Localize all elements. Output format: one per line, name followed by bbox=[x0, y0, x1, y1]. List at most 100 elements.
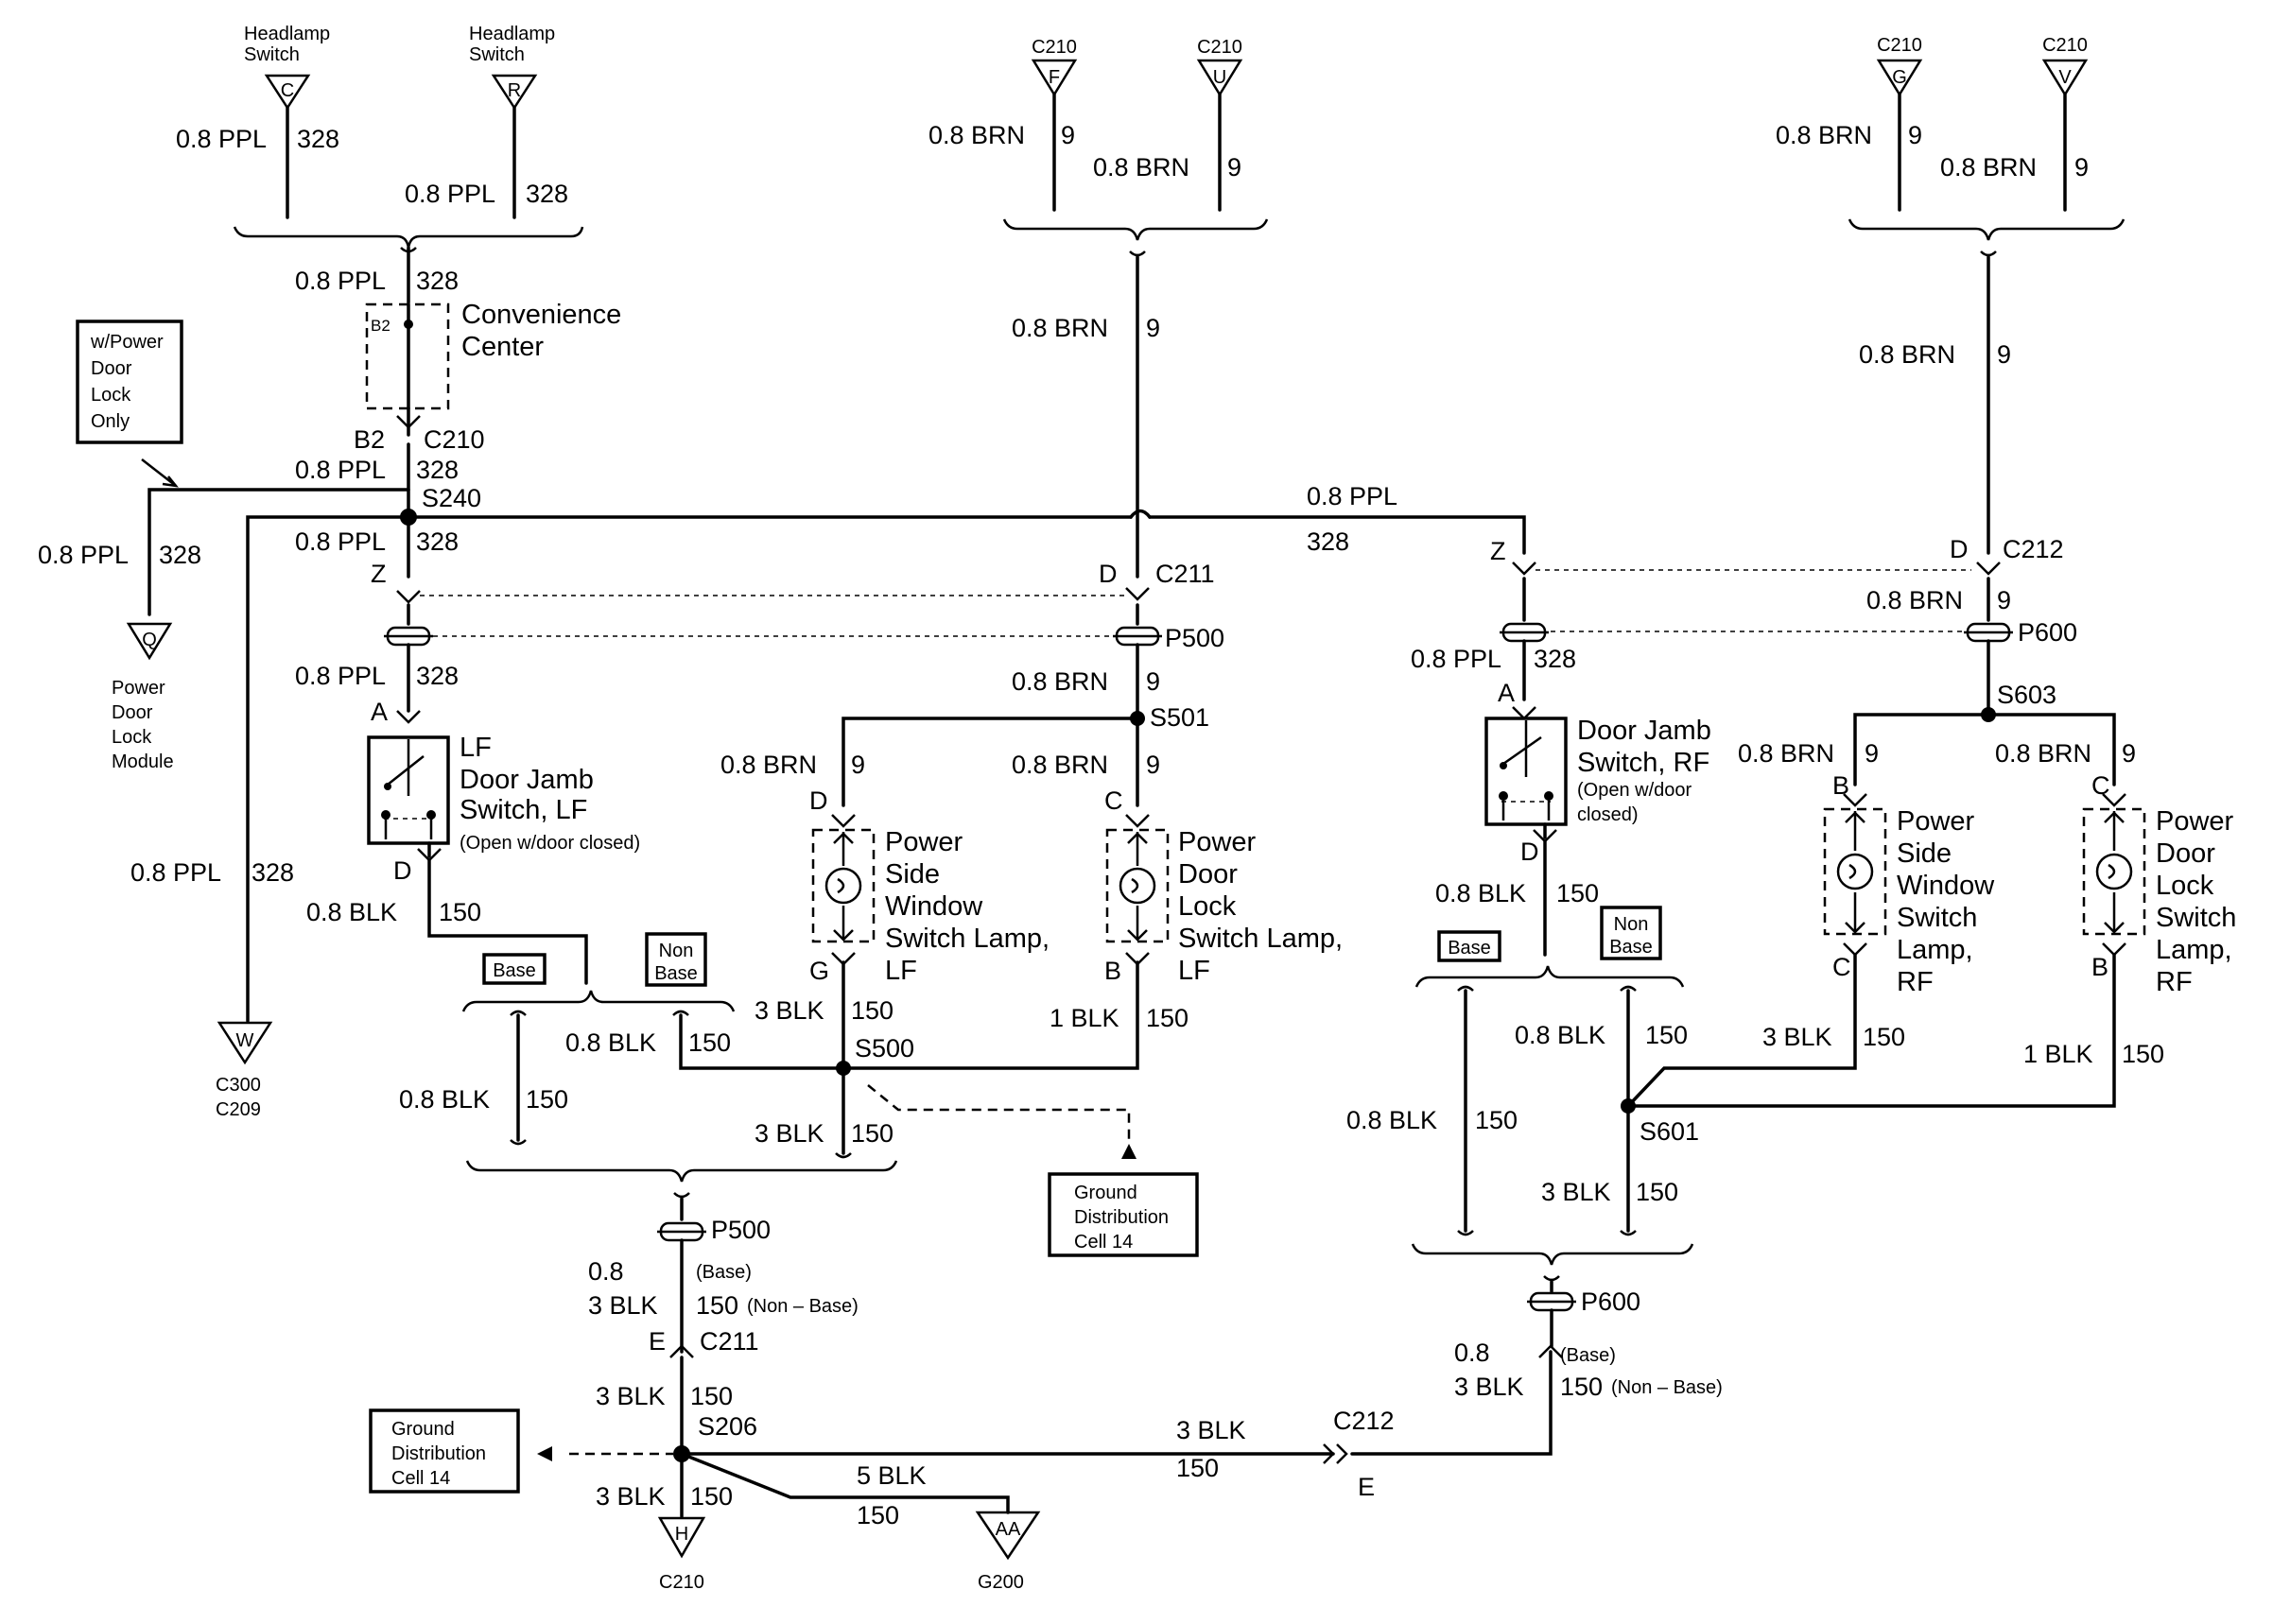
svg-text:S240: S240 bbox=[422, 484, 481, 512]
svg-text:0.8 PPL: 0.8 PPL bbox=[405, 180, 495, 208]
svg-text:0.8 BRN: 0.8 BRN bbox=[1012, 314, 1108, 342]
ground-distribution-1: Ground Distribution Cell 14 bbox=[1048, 1172, 1199, 1257]
rf-door-jamb-switch: Door Jamb Switch, RF (Open w/door closed… bbox=[1484, 716, 1711, 826]
svg-text:w/Power: w/Power bbox=[90, 332, 164, 353]
svg-text:Z: Z bbox=[371, 560, 387, 588]
svg-text:Window: Window bbox=[1897, 871, 1995, 901]
svg-text:150: 150 bbox=[1645, 1021, 1688, 1049]
terminal-aa: AA G200 bbox=[975, 1511, 1041, 1593]
svg-text:Switch: Switch bbox=[469, 44, 525, 65]
svg-text:G200: G200 bbox=[978, 1572, 1024, 1593]
svg-text:328: 328 bbox=[1534, 645, 1576, 673]
svg-text:Door Jamb: Door Jamb bbox=[460, 765, 594, 795]
svg-text:C211: C211 bbox=[1155, 560, 1215, 588]
svg-text:Base: Base bbox=[654, 963, 698, 984]
svg-text:Q: Q bbox=[142, 630, 157, 650]
svg-text:3 BLK: 3 BLK bbox=[1541, 1178, 1611, 1206]
svg-text:0.8 PPL: 0.8 PPL bbox=[295, 267, 386, 295]
svg-text:Switch: Switch bbox=[2156, 903, 2236, 933]
svg-text:150: 150 bbox=[1636, 1178, 1678, 1206]
svg-text:0.8 PPL: 0.8 PPL bbox=[176, 125, 267, 153]
svg-text:150: 150 bbox=[1176, 1454, 1219, 1482]
svg-text:150: 150 bbox=[851, 1119, 894, 1148]
svg-text:0.8 BRN: 0.8 BRN bbox=[1866, 586, 1963, 614]
option-nonbase-left: Non Base bbox=[645, 932, 707, 987]
svg-text:Center: Center bbox=[461, 332, 544, 362]
svg-text:RF: RF bbox=[1897, 967, 1934, 997]
svg-text:0.8 BLK: 0.8 BLK bbox=[399, 1085, 490, 1114]
wire-network bbox=[141, 93, 2126, 1023]
option-base-left: Base bbox=[482, 953, 547, 985]
terminal-headlamp-switch-c: Headlamp Switch C bbox=[244, 24, 330, 111]
svg-text:C: C bbox=[1832, 953, 1851, 981]
svg-text:Distribution: Distribution bbox=[1074, 1207, 1169, 1228]
svg-text:(Non – Base): (Non – Base) bbox=[1611, 1377, 1723, 1398]
wire-labels: 0.8 PPL 328 0.8 PPL 328 0.8 PPL 328 B2 C… bbox=[38, 121, 2164, 1529]
svg-text:150: 150 bbox=[851, 996, 894, 1025]
svg-text:G: G bbox=[1892, 67, 1907, 88]
svg-text:LF: LF bbox=[885, 956, 917, 986]
svg-text:150: 150 bbox=[526, 1085, 568, 1114]
svg-text:Door Jamb: Door Jamb bbox=[1577, 716, 1711, 746]
svg-text:C: C bbox=[281, 80, 294, 101]
svg-text:0.8 BRN: 0.8 BRN bbox=[1738, 739, 1834, 768]
svg-text:Lock: Lock bbox=[2156, 871, 2214, 901]
terminal-c210-u: C210 U bbox=[1196, 37, 1243, 97]
svg-text:A: A bbox=[1498, 679, 1515, 707]
lf-power-door-lock-switch-lamp: Power Door Lock Switch Lamp, LF bbox=[1105, 827, 1343, 986]
svg-text:B: B bbox=[1832, 771, 1849, 800]
svg-text:Convenience: Convenience bbox=[461, 300, 621, 330]
svg-text:0.8 PPL: 0.8 PPL bbox=[295, 456, 386, 484]
svg-text:0.8 BLK: 0.8 BLK bbox=[1515, 1021, 1605, 1049]
terminal-c210-v: C210 V bbox=[2041, 35, 2089, 97]
svg-text:3 BLK: 3 BLK bbox=[1762, 1023, 1832, 1051]
svg-text:LF: LF bbox=[460, 733, 492, 763]
svg-text:0.8 BRN: 0.8 BRN bbox=[1093, 153, 1189, 181]
svg-text:3 BLK: 3 BLK bbox=[1176, 1416, 1246, 1444]
svg-text:Z: Z bbox=[1490, 537, 1506, 565]
svg-text:0.8 PPL: 0.8 PPL bbox=[295, 662, 386, 690]
svg-text:D: D bbox=[1950, 535, 1969, 563]
svg-text:C: C bbox=[2091, 771, 2110, 800]
svg-text:0.8 BLK: 0.8 BLK bbox=[1346, 1106, 1437, 1134]
svg-text:Side: Side bbox=[1897, 838, 1952, 869]
svg-text:Power: Power bbox=[1178, 827, 1257, 857]
svg-text:C210: C210 bbox=[1197, 37, 1242, 58]
svg-text:P500: P500 bbox=[711, 1216, 771, 1244]
svg-text:Window: Window bbox=[885, 891, 983, 922]
svg-text:0.8 PPL: 0.8 PPL bbox=[1307, 482, 1397, 510]
svg-text:Headlamp: Headlamp bbox=[469, 24, 555, 44]
svg-text:0.8: 0.8 bbox=[588, 1257, 624, 1286]
svg-text:0.8: 0.8 bbox=[1454, 1339, 1490, 1367]
svg-text:Lamp,: Lamp, bbox=[2156, 935, 2232, 965]
rf-power-door-lock-switch-lamp: Power Door Lock Switch Lamp, RF bbox=[2082, 806, 2236, 997]
svg-text:328: 328 bbox=[416, 456, 459, 484]
svg-text:W: W bbox=[236, 1030, 254, 1051]
svg-text:150: 150 bbox=[1863, 1023, 1905, 1051]
svg-text:9: 9 bbox=[1227, 153, 1241, 181]
svg-text:Door: Door bbox=[2156, 838, 2215, 869]
svg-text:Headlamp: Headlamp bbox=[244, 24, 330, 44]
svg-text:9: 9 bbox=[1146, 314, 1160, 342]
svg-text:C210: C210 bbox=[1032, 37, 1077, 58]
svg-text:Module: Module bbox=[112, 752, 174, 772]
svg-text:E: E bbox=[649, 1327, 666, 1356]
svg-text:S603: S603 bbox=[1997, 681, 2056, 709]
svg-text:R: R bbox=[508, 80, 521, 101]
svg-text:Switch Lamp,: Switch Lamp, bbox=[885, 924, 1050, 954]
svg-text:9: 9 bbox=[2122, 739, 2136, 768]
svg-text:C211: C211 bbox=[700, 1327, 759, 1356]
svg-text:Ground: Ground bbox=[391, 1419, 455, 1440]
svg-text:150: 150 bbox=[1560, 1373, 1603, 1401]
svg-text:0.8 BLK: 0.8 BLK bbox=[1435, 879, 1526, 907]
svg-text:P500: P500 bbox=[1165, 624, 1224, 652]
svg-text:S206: S206 bbox=[698, 1412, 757, 1441]
svg-text:C212: C212 bbox=[2003, 535, 2064, 563]
svg-text:LF: LF bbox=[1178, 956, 1210, 986]
svg-text:3 BLK: 3 BLK bbox=[755, 1119, 824, 1148]
svg-text:Lock: Lock bbox=[1178, 891, 1237, 922]
svg-text:Distribution: Distribution bbox=[391, 1443, 486, 1464]
terminal-h: H C210 bbox=[657, 1516, 706, 1593]
svg-text:B2: B2 bbox=[354, 425, 385, 454]
